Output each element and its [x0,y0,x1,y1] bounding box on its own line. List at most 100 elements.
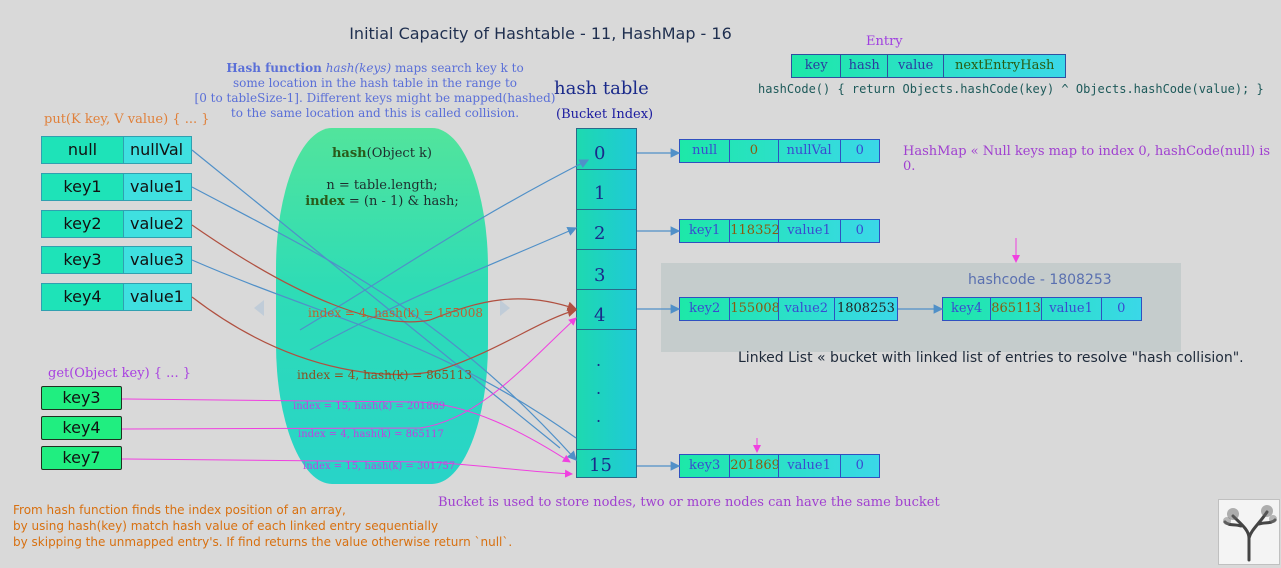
put-entry-key: key3 [42,247,124,273]
put-entry-value: value2 [130,214,184,233]
right-chevron-icon [500,300,510,316]
put-entry-value: nullVal [130,140,184,159]
bucket-index: 3 [594,265,606,286]
bucket-index: 15 [589,455,612,476]
node-key: null [680,140,731,162]
put-entry-value: value3 [130,250,184,269]
node-next: 0 [855,143,864,158]
bucket-note: Bucket is used to store nodes, two or mo… [438,495,940,510]
bucket-index: 4 [594,305,606,326]
put-entry: key1 value1 [41,173,192,201]
bucket-ellipsis: . [596,407,602,426]
node-hash: 865113 [991,298,1042,320]
bucket-node: key3 201869 value1 0 [679,454,880,478]
bucket-divider [577,329,636,330]
hash-function-body: hash(Object k) n = table.length; index =… [276,146,488,210]
hashcode-code: hashCode() { return Objects.hashCode(key… [758,82,1264,96]
put-entry-key: key2 [42,211,124,237]
node-next: 0 [855,458,864,473]
node-next: 1808253 [836,301,895,316]
entry-field: nextEntryHash [954,58,1055,73]
oval-line2-bold: index [305,194,345,209]
bucket-divider [577,209,636,210]
bucket-divider [577,249,636,250]
node-next: 0 [1117,301,1126,316]
bucket-index-label: (Bucket Index) [556,107,654,122]
put-entry-value: value1 [130,287,184,306]
null-key-note: HashMap « Null keys map to index 0, hash… [903,144,1271,174]
bucket-node: key1 118352 value1 0 [679,219,880,243]
hash-table-title: hash table [554,78,649,99]
put-entry-key: key1 [42,174,124,200]
node-key: key1 [680,220,731,242]
hash-function-heading: Hash function [226,61,322,75]
node-hash: 0 [730,140,779,162]
put-entry: key2 value2 [41,210,192,238]
put-entry-key: key4 [42,284,124,310]
node-key: key3 [680,455,731,477]
put-signature: put(K key, V value) { ... } [44,112,210,127]
lookup-note: From hash function finds the index posit… [13,502,512,550]
node-hash: 201869 [730,455,779,477]
bucket-index: 1 [594,183,606,204]
hash-function-line1: maps search key k to [394,61,524,75]
put-entry-key: null [42,137,124,163]
index-label: index = 15, hash(k) = 201869 [293,401,446,412]
bucket-index: 0 [594,143,606,164]
node-value: value1 [1042,298,1102,320]
author-logo [1218,499,1280,565]
node-value: value1 [779,220,841,242]
bucket-ellipsis: . [596,379,602,398]
put-entry: key3 value3 [41,246,192,274]
bucket-ellipsis: . [596,351,602,370]
tree-logo-icon [1223,505,1277,562]
bucket-node: key2 155008 value2 1808253 [679,297,898,321]
put-entry-value: value1 [130,177,184,196]
node-hash: 155008 [730,298,779,320]
hash-function-call: hash(keys) [325,61,392,75]
entry-structure: key hash value nextEntryHash [791,54,1066,78]
entry-label: Entry [866,34,903,49]
bucket-divider [577,449,636,450]
hash-table-buckets: 0 1 2 3 4 . . . 15 [576,128,637,478]
node-hash: 118352 [730,220,779,242]
oval-heading-rest: (Object k) [366,146,433,161]
lookup-note-line: From hash function finds the index posit… [13,503,346,517]
get-key: key3 [41,386,122,410]
hash-function-description: Hash function hash(keys) maps search key… [192,61,558,121]
oval-line1: n = table.length; [326,178,438,193]
hashcode-label: hashcode - 1808253 [968,272,1112,288]
bucket-node: key4 865113 value1 0 [942,297,1142,321]
left-chevron-icon [254,300,264,316]
entry-field: key [792,55,842,77]
get-key: key4 [41,416,122,440]
collision-note: Linked List « bucket with linked list of… [738,350,1244,366]
entry-field: hash [841,55,888,77]
index-label: index = 15, hash(k) = 301757 [303,461,456,472]
entry-field: value [888,55,945,77]
index-label: index = 4, hash(k) = 155008 [308,306,483,320]
node-value: value1 [779,455,841,477]
node-value: nullVal [779,140,841,162]
lookup-note-line: by using hash(key) match hash value of e… [13,519,439,533]
hash-function-line3: [0 to tableSize-1]. Different keys might… [194,91,556,105]
node-key: key4 [943,298,992,320]
diagram-title: Initial Capacity of Hashtable - 11, Hash… [349,24,732,43]
index-label: index = 4, hash(k) = 865113 [297,368,472,382]
node-key: key2 [680,298,731,320]
bucket-index: 2 [594,223,606,244]
oval-line2-rest: = (n - 1) & hash; [344,194,459,209]
node-next: 0 [855,223,864,238]
bucket-node: null 0 nullVal 0 [679,139,880,163]
node-value: value2 [779,298,835,320]
oval-heading-bold: hash [331,146,367,161]
bucket-divider [577,169,636,170]
put-entry: key4 value1 [41,283,192,311]
index-label: index = 4, hash(k) = 865117 [298,429,444,440]
get-key: key7 [41,446,122,470]
get-signature: get(Object key) { ... } [48,366,191,381]
put-entry: null nullVal [41,136,192,164]
lookup-note-line: by skipping the unmapped entry's. If fin… [13,535,513,549]
bucket-divider [577,289,636,290]
hash-function-line2: some location in the hash table in the r… [233,76,517,90]
